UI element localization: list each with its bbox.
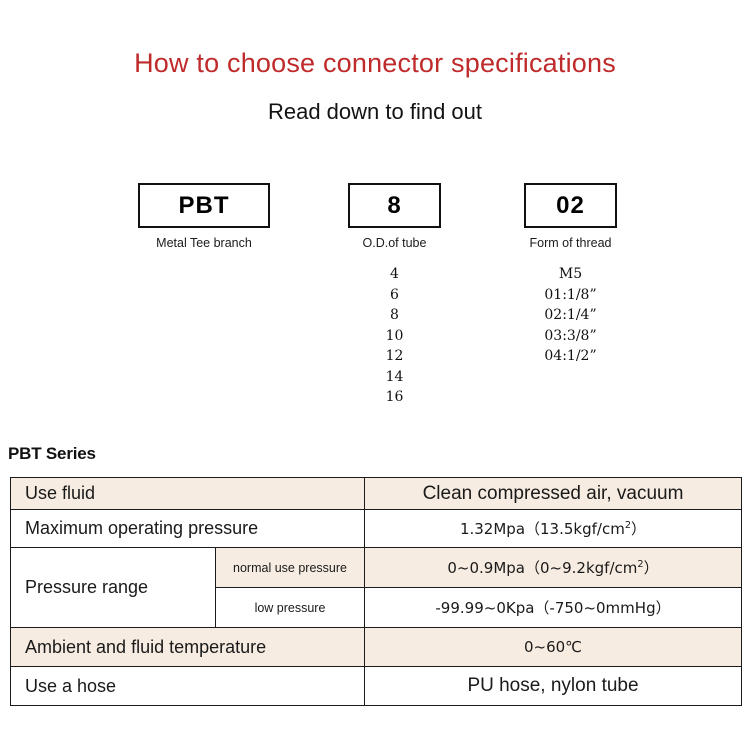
code-group-form-of-thread: 02 Form of thread M5 01:1/8” 02:1/4” 03:3/8…: [524, 183, 617, 367]
page-title: How to choose connector specifications: [134, 48, 616, 78]
code-group-od-of-tube: 8 O.D.of tube 4 6 8 10 12 14 16: [348, 183, 441, 408]
page-subtitle: Read down to find out: [267, 99, 483, 124]
code-option: 10: [385, 327, 404, 344]
code-option: 4: [390, 266, 399, 282]
code-option: 04:1/2”: [544, 348, 597, 364]
code-option: 12: [385, 348, 404, 364]
spec-value: PU hose, nylon tube: [364, 666, 742, 706]
code-option: 02:1/4”: [544, 307, 597, 323]
code-caption-thread: Form of thread: [529, 236, 612, 250]
spec-sub-label: low pressure: [215, 587, 365, 628]
code-option: 14: [385, 368, 404, 385]
code-box-thread: 02: [524, 183, 617, 228]
spec-value: 0~60℃: [364, 627, 742, 667]
code-option: 8: [390, 307, 399, 323]
table-row: low pressure-99.99~0Kpa（-750~0mmHg）: [11, 587, 742, 628]
code-option: 16: [385, 389, 404, 405]
code-caption-tube-size: O.D.of tube: [362, 236, 427, 250]
superscript: 2: [637, 559, 644, 570]
spec-value: 0~0.9Mpa（0~9.2kgf/cm2）: [364, 547, 742, 588]
spec-value: Clean compressed air, vacuum: [364, 477, 742, 510]
code-options-thread: M5 01:1/8” 02:1/4” 03:3/8” 04:1/2”: [524, 264, 617, 367]
spec-sub-label: normal use pressure: [215, 547, 365, 588]
series-heading: PBT Series: [8, 444, 96, 463]
code-group-metal-tee-branch: PBT Metal Tee branch: [138, 183, 270, 264]
spec-value: 1.32Mpa（13.5kgf/cm2）: [364, 509, 742, 548]
code-options-tube-size: 4 6 8 10 12 14 16: [348, 264, 441, 408]
code-box-tube-size: 8: [348, 183, 441, 228]
spec-value: -99.99~0Kpa（-750~0mmHg）: [364, 587, 742, 628]
superscript: 2: [624, 520, 632, 531]
spec-label: Use fluid: [10, 477, 365, 510]
code-option: 03:3/8”: [544, 327, 597, 344]
code-option: M5: [558, 266, 583, 282]
spec-label-pressure-range: Pressure range: [10, 547, 216, 628]
spec-label: Ambient and fluid temperature: [10, 627, 365, 667]
code-caption-prefix: Metal Tee branch: [156, 236, 252, 250]
spec-label: Maximum operating pressure: [10, 509, 365, 548]
spec-label: Use a hose: [10, 666, 365, 706]
code-option: 01:1/8”: [544, 286, 597, 303]
code-box-prefix: PBT: [138, 183, 270, 228]
code-option: 6: [390, 286, 399, 303]
